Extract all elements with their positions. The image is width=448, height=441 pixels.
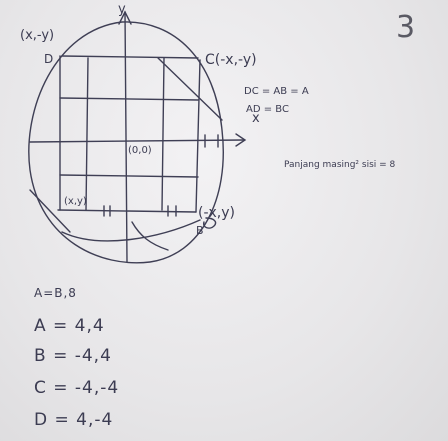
square-right — [195, 59, 201, 213]
chord-bottom — [61, 219, 201, 242]
inner-h2 — [59, 174, 199, 178]
square-top — [61, 55, 199, 59]
label-x-axis: x — [252, 111, 260, 126]
coords-header: A=B,8 — [34, 286, 77, 300]
label-top-right: C(-x,-y) — [205, 52, 257, 68]
chord-left — [29, 189, 71, 233]
coord-row-c: C = -4,-4 — [34, 378, 120, 398]
note-line-1: DC = AB = A — [244, 86, 309, 97]
x-axis — [29, 139, 245, 143]
label-bottom-left: (x,y) — [64, 196, 87, 207]
y-axis-arrow — [118, 10, 132, 25]
note-line-3: Panjang masing² sisi = 8 — [284, 160, 396, 170]
x-axis-arrow — [235, 133, 247, 147]
label-y-axis: y — [118, 2, 126, 17]
chord-small — [131, 221, 169, 251]
y-axis — [124, 11, 128, 263]
inner-v2 — [161, 57, 165, 211]
label-top-left: (x,-y) — [20, 28, 55, 43]
note-line-2: AD = BC — [246, 104, 289, 115]
coord-row-a: A = 4,4 — [34, 316, 105, 336]
label-vertex-d: D — [44, 52, 54, 66]
coord-row-b: B = -4,4 — [34, 346, 112, 366]
label-vertex-b: B — [196, 224, 204, 237]
inner-h1 — [59, 97, 199, 101]
coord-row-d: D = 4,-4 — [34, 410, 114, 430]
label-bottom-right: (-x,y) — [198, 205, 235, 221]
square-bottom — [57, 209, 197, 213]
ring-b — [202, 217, 217, 229]
inner-v1 — [85, 57, 89, 211]
diag-to-c — [157, 57, 223, 121]
outer-circle — [28, 21, 224, 264]
page-number: 3 — [396, 10, 416, 45]
label-origin: (0,0) — [128, 145, 152, 156]
